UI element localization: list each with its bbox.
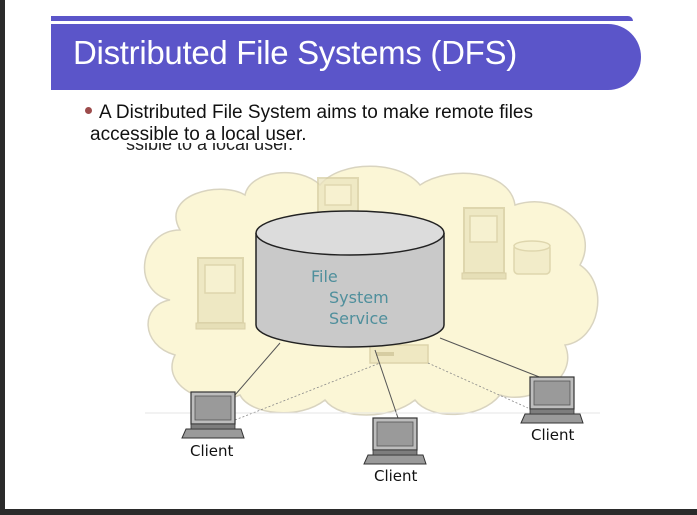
client-label-left: Client (190, 442, 234, 460)
laptop-icon-left (181, 391, 245, 439)
service-label-line-1: File (311, 267, 338, 286)
network-links (234, 337, 548, 421)
slide-title: Distributed File Systems (DFS) (73, 34, 517, 71)
bullet-icon (85, 107, 92, 114)
service-label-line-3: Service (329, 309, 388, 328)
client-label-right: Client (531, 426, 575, 444)
laptop-icon-middle (363, 417, 427, 465)
network-hub-icon (369, 344, 429, 364)
title-banner (51, 24, 641, 90)
server-computer-icon-right (461, 207, 551, 280)
ghost-text-artifact: ssible to a local user. (96, 143, 346, 152)
laptop-icon-right (520, 376, 584, 424)
file-system-service-cylinder (255, 210, 445, 348)
server-computer-icon-left (195, 257, 246, 330)
bullet-line-2: accessible to a local user. (90, 124, 307, 145)
service-label-line-2: System (329, 288, 389, 307)
bullet-line-1: A Distributed File System aims to make r… (99, 102, 533, 123)
client-label-middle: Client (374, 467, 418, 485)
title-accent-bar (51, 16, 633, 21)
